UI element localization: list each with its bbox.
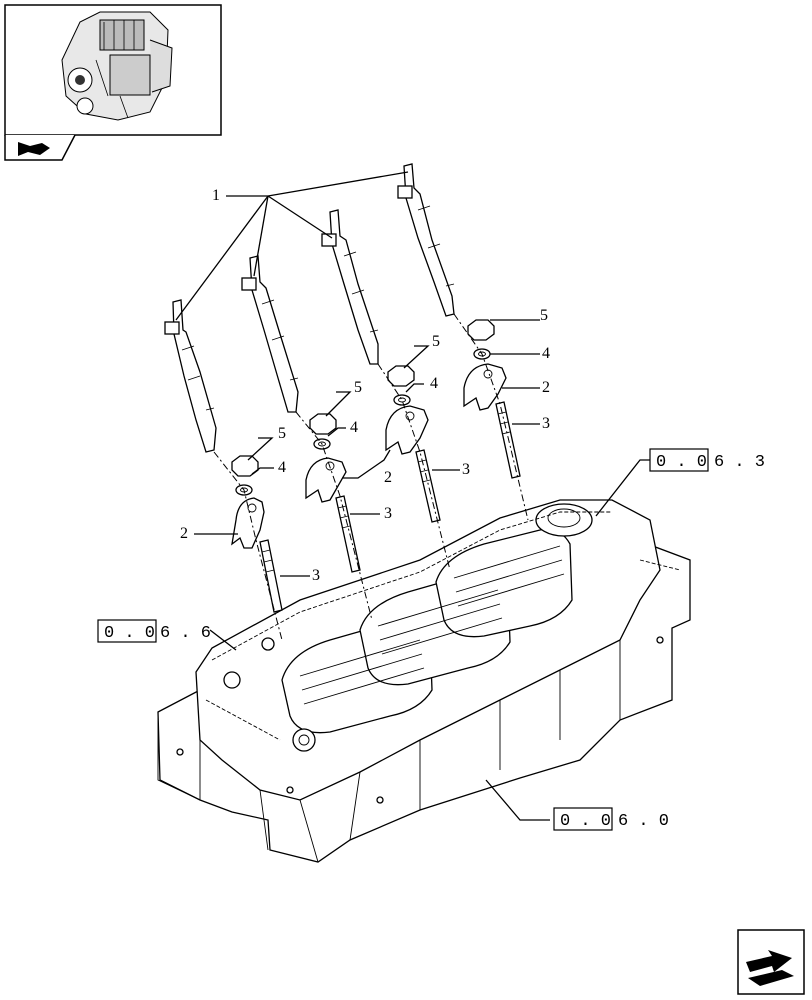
callout-stud: 3 xyxy=(542,415,550,432)
stud[interactable] xyxy=(415,449,441,523)
bracket[interactable] xyxy=(385,405,429,455)
injector-1[interactable] xyxy=(164,299,217,453)
callout-stud: 3 xyxy=(312,567,320,584)
callout-washer: 4 xyxy=(542,345,550,362)
callout-bracket: 2 xyxy=(180,525,188,542)
callout-nut: 5 xyxy=(432,333,440,350)
callout-bracket: 2 xyxy=(542,379,550,396)
callout-washer: 4 xyxy=(430,375,438,392)
stud-group xyxy=(259,401,521,613)
next-page-arrow-icon[interactable] xyxy=(737,929,805,995)
nut[interactable] xyxy=(467,319,495,341)
book-icon[interactable] xyxy=(4,134,76,161)
bracket[interactable] xyxy=(231,497,265,549)
nut[interactable] xyxy=(387,365,415,387)
nut-group xyxy=(231,319,495,477)
assembly-axes xyxy=(213,313,529,641)
reference-suffix-text: 6 . 0 xyxy=(618,812,669,831)
reference-0066[interactable]: 0 . 0 6 . 6 xyxy=(97,619,211,643)
callout-nut: 5 xyxy=(278,425,286,442)
stud[interactable] xyxy=(335,495,361,573)
reference-boxed-text: 0 . 0 xyxy=(104,624,155,643)
callout-washer: 4 xyxy=(350,419,358,436)
callout-stud: 3 xyxy=(384,505,392,522)
reference-0060[interactable]: 0 . 0 6 . 0 xyxy=(553,807,669,831)
callout-injector: 1 xyxy=(212,187,220,204)
callout-labels: 1 5 5 5 5 4 4 4 4 2 2 2 3 3 3 3 xyxy=(180,187,550,584)
callout-washer: 4 xyxy=(278,459,286,476)
injector-group xyxy=(164,163,455,453)
stud[interactable] xyxy=(495,401,521,479)
injector-3[interactable] xyxy=(321,209,379,365)
bracket[interactable] xyxy=(305,457,347,503)
reference-suffix-text: 6 . 3 xyxy=(714,453,765,472)
injector-4[interactable] xyxy=(397,163,455,317)
leader-lines xyxy=(175,171,650,821)
reference-0063[interactable]: 0 . 0 6 . 3 xyxy=(649,448,765,472)
reference-suffix-text: 6 . 6 xyxy=(160,624,211,643)
callout-nut: 5 xyxy=(540,307,548,324)
callout-bracket: 2 xyxy=(384,469,392,486)
bracket-group xyxy=(231,363,507,549)
injector-2[interactable] xyxy=(241,255,299,413)
washer-group xyxy=(235,348,491,496)
reference-boxed-text: 0 . 0 xyxy=(656,453,707,472)
cylinder-head xyxy=(157,499,691,863)
callout-stud: 3 xyxy=(462,461,470,478)
nut[interactable] xyxy=(309,413,337,435)
stud[interactable] xyxy=(259,539,283,613)
reference-boxed-text: 0 . 0 xyxy=(560,812,611,831)
callout-nut: 5 xyxy=(354,379,362,396)
engine-thumbnail-icon[interactable] xyxy=(4,4,222,136)
washer[interactable] xyxy=(393,394,411,406)
